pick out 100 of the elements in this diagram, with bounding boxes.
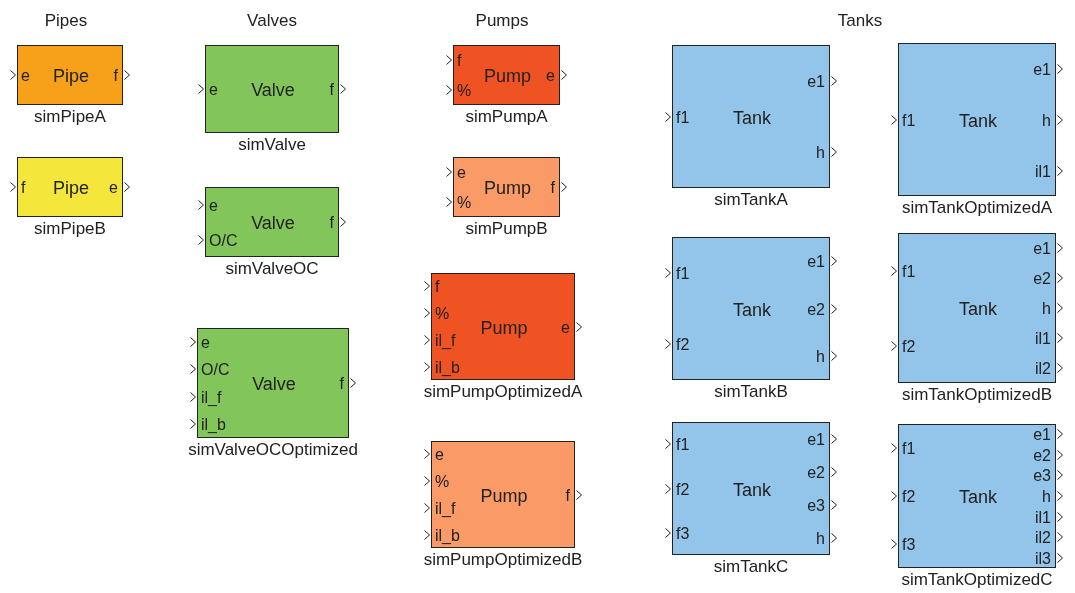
port-label: f1 — [902, 263, 916, 280]
port-label: e3 — [807, 498, 825, 515]
port-label: e1 — [807, 73, 825, 90]
block-label: Pump — [480, 318, 528, 337]
port-label: il1 — [1035, 163, 1051, 180]
block — [17, 45, 123, 105]
block — [17, 157, 123, 217]
block — [898, 233, 1056, 383]
port-label: il1 — [1035, 331, 1051, 347]
port-label: il_b — [201, 417, 226, 434]
block-name: simPumpOptimizedB — [423, 551, 583, 569]
port-label: f2 — [902, 338, 916, 355]
port-label: il_f — [435, 500, 456, 517]
port-label: e3 — [1033, 468, 1051, 485]
port-label: f2 — [676, 337, 690, 354]
block-name: simValveOCOptimized — [188, 441, 358, 459]
port-label: e2 — [807, 301, 825, 318]
block-name: simTankB — [714, 383, 788, 401]
port-label: f1 — [902, 112, 916, 129]
group-heading: Tanks — [837, 12, 883, 30]
block-name: simTankC — [713, 558, 789, 576]
port-label: e — [209, 82, 218, 98]
port-label: f — [339, 376, 344, 392]
port-label: f — [329, 215, 334, 231]
port-label: e — [457, 165, 466, 181]
port-label: e — [109, 180, 118, 196]
block-label: Pump — [484, 179, 531, 197]
block — [672, 422, 830, 555]
block — [898, 43, 1056, 196]
block — [898, 424, 1056, 568]
port-label: f2 — [902, 489, 916, 505]
port-label: e — [201, 334, 210, 351]
port-label: % — [435, 306, 450, 323]
block-label: Pump — [480, 486, 528, 505]
block-label: Tank — [959, 488, 997, 506]
block-name: simTankA — [714, 191, 788, 209]
port-label: e — [546, 68, 555, 84]
block — [197, 328, 349, 438]
block-name: simTankOptimizedC — [901, 571, 1053, 589]
port-label: f — [113, 68, 118, 84]
port-label: f — [457, 53, 462, 69]
block — [431, 273, 575, 380]
port-label: h — [816, 145, 825, 162]
group-heading: Valves — [247, 12, 297, 30]
block-label: Valve — [252, 375, 296, 393]
port-label: f — [550, 180, 555, 196]
port-label: f1 — [676, 109, 690, 126]
block-label: Tank — [733, 300, 771, 319]
port-label: f1 — [676, 265, 690, 282]
port-label: h — [1042, 112, 1051, 129]
group-heading: Pumps — [475, 12, 529, 30]
port-label: e — [21, 68, 30, 84]
port-label: f — [329, 82, 334, 98]
port-label: h — [816, 531, 825, 548]
block — [205, 187, 339, 257]
block — [453, 157, 560, 217]
port-label: il2 — [1035, 361, 1051, 377]
block — [205, 45, 339, 133]
port-label: e1 — [1033, 241, 1051, 257]
block-name: simPumpB — [465, 220, 548, 238]
port-label: h — [816, 349, 825, 366]
port-label: il3 — [1035, 550, 1051, 567]
port-label: % — [435, 474, 450, 491]
port-label: e1 — [807, 431, 825, 448]
port-label: e2 — [1033, 271, 1051, 287]
block-name: simPipeA — [34, 108, 106, 126]
block-name: simValveOC — [225, 260, 319, 278]
port-label: f — [21, 180, 26, 196]
block-name: simPipeB — [34, 220, 106, 238]
port-label: h — [1042, 489, 1051, 505]
block-label: Pump — [484, 67, 531, 85]
block-label: Valve — [251, 81, 295, 99]
port-label: f — [435, 279, 440, 296]
port-label: f1 — [676, 437, 690, 454]
block — [672, 45, 830, 188]
port-label: il_b — [435, 527, 460, 544]
block-label: Pipe — [53, 179, 89, 197]
block-label: Tank — [959, 300, 997, 318]
port-label: e2 — [1033, 447, 1051, 464]
port-label: e1 — [807, 253, 825, 270]
port-label: e — [209, 197, 218, 214]
port-label: e1 — [1033, 427, 1051, 444]
block-name: simPumpA — [465, 108, 548, 126]
port-label: O/C — [209, 232, 238, 249]
port-label: il_f — [201, 389, 222, 406]
block — [431, 441, 575, 548]
block-name: simPumpOptimizedA — [423, 383, 583, 401]
block-name: simValve — [238, 136, 306, 154]
block — [672, 237, 830, 380]
port-label: e2 — [807, 464, 825, 481]
port-label: f — [565, 487, 570, 504]
port-label: O/C — [201, 362, 230, 379]
block-label: Tank — [959, 111, 997, 130]
block-label: Tank — [733, 108, 771, 127]
port-label: h — [1042, 301, 1051, 317]
port-label: f3 — [902, 537, 916, 553]
port-label: f1 — [902, 441, 916, 457]
block-label: Valve — [251, 214, 295, 232]
block-name: simTankOptimizedA — [901, 199, 1053, 217]
block-label: Pipe — [53, 67, 89, 85]
